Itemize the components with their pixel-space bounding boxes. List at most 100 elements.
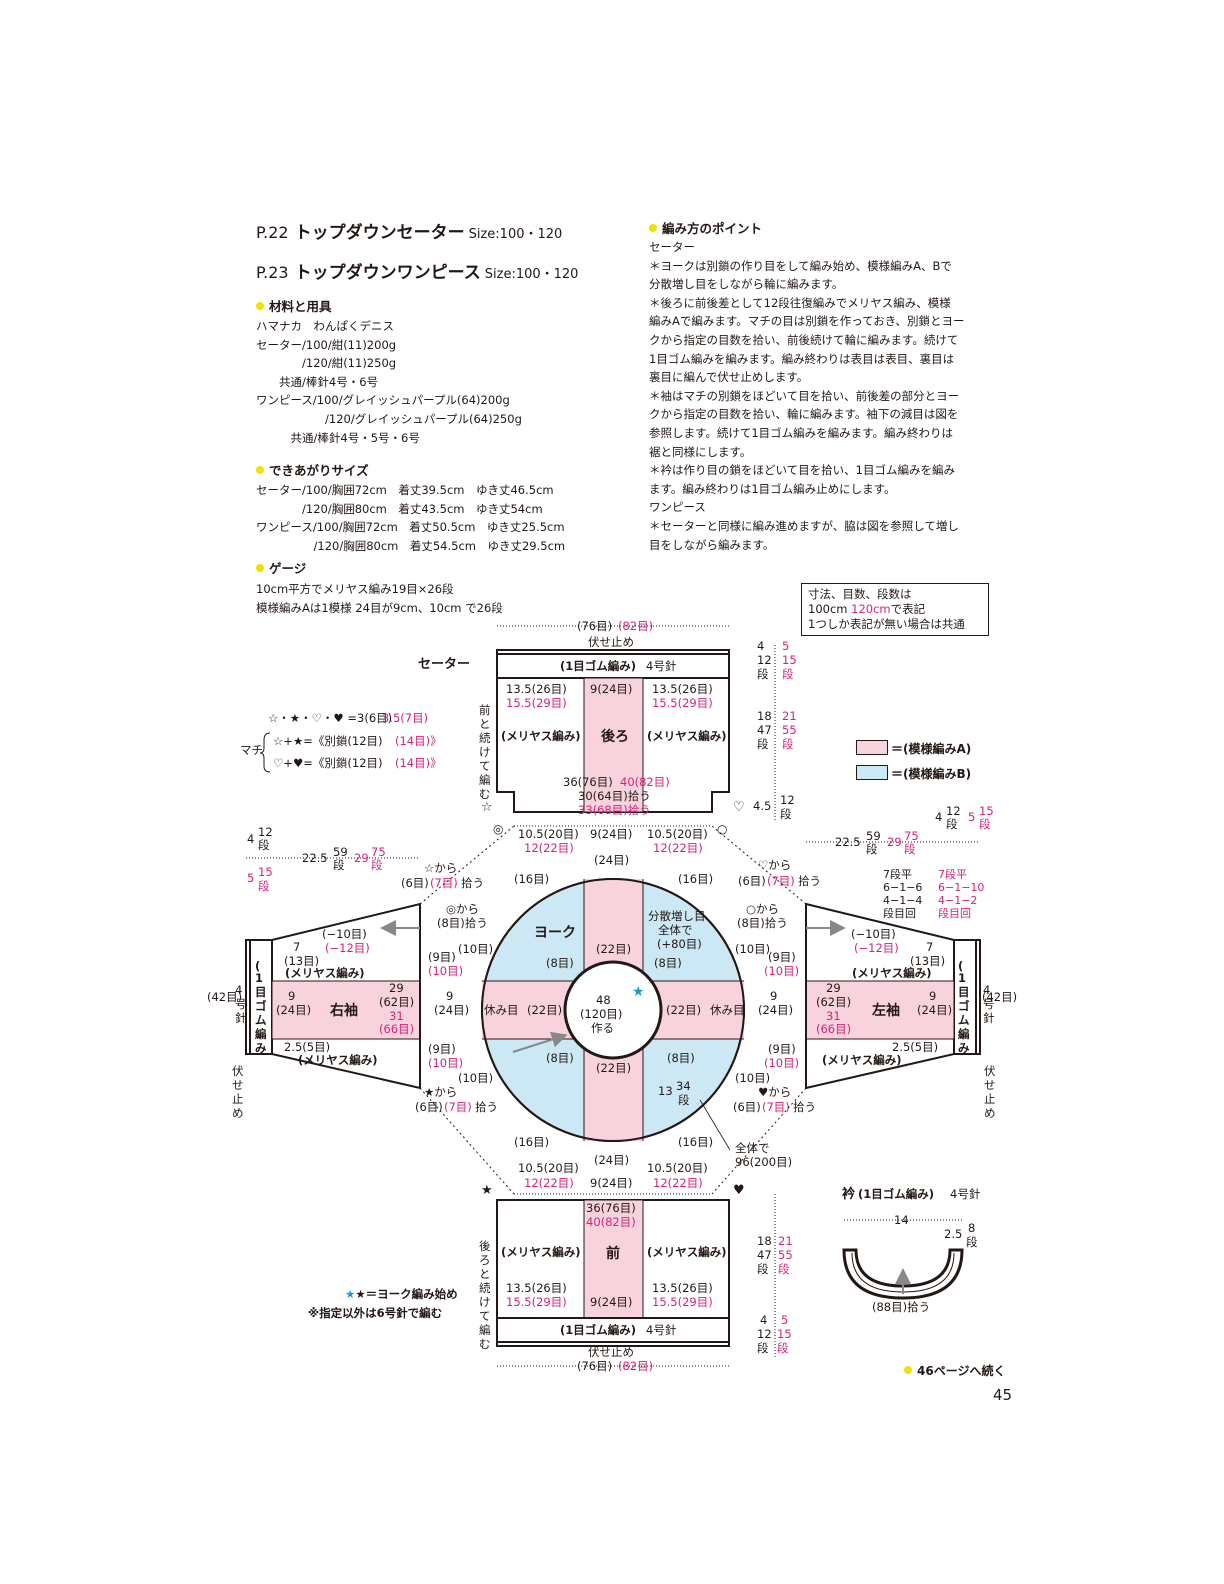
rs-pick6-b: (6目) (415, 1100, 443, 1114)
ls-rib-a: 4 (935, 810, 942, 824)
front-bottom-r: 10.5(20目) (647, 1161, 708, 1175)
ls-dec-p: (−12目) (854, 941, 899, 955)
back-bind-off: 伏せ止め (588, 635, 634, 649)
yoke-seg16-bl: (16目) (514, 1135, 549, 1149)
continue-note: 46ページへ続く (904, 1362, 1005, 1379)
ls-w25: 2.5(5目) (892, 1040, 938, 1054)
materials-heading: 材料と用具 (256, 296, 332, 315)
ls-len-a: 22.5 (835, 835, 861, 849)
yoke-rows-c: 段 (678, 1093, 690, 1107)
collar-needle: 4号針 (950, 1187, 981, 1201)
bullet-icon (256, 466, 264, 474)
ls-seg9: (9目) (768, 950, 796, 964)
front-side-r: 13.5(26目) (652, 1281, 713, 1295)
collar-title: 衿 (842, 1186, 855, 1202)
front-body-rows-c: 段 (757, 1262, 769, 1276)
front-body-rows-b: 47 (757, 1248, 772, 1262)
rs-gap9: 9 (446, 989, 453, 1003)
rs-pick8: (8目)拾う (437, 916, 488, 930)
rs-seg9b: (9目) (428, 1042, 456, 1056)
rs-rib-pa: 5 (247, 871, 254, 885)
yoke-center-a: 48 (596, 993, 611, 1007)
collar-h-a: 2.5 (944, 1227, 962, 1241)
rs-dec: (−10目) (322, 927, 367, 941)
ls-w13: (13目) (910, 954, 945, 968)
front-body-rows-pa: 21 (778, 1234, 793, 1248)
ls-rib-pa: 5 (968, 810, 975, 824)
yoke-seg8-bl: (8目) (546, 1051, 574, 1065)
back-stockinette-r: (メリヤス編み) (647, 729, 727, 743)
rs-pick-suffix-b: 拾う (475, 1100, 498, 1114)
ls-w7: 7 (926, 940, 933, 954)
machi-line1: ☆+★=《別鎖(12目) (273, 734, 383, 748)
dec-table-a3: 段目回 (883, 906, 916, 920)
yoke-top-l: 10.5(20目) (518, 827, 579, 841)
ls-pick6-bp: (7目) (762, 1100, 790, 1114)
black-heart-icon: ♥ (733, 1183, 745, 1198)
left-sleeve: 左袖 9 (24目) 29 (62目) 31 (66目) 7 (13目) (メリ… (733, 804, 1017, 1120)
left-sleeve-name: 左袖 (871, 1002, 900, 1019)
back-width-p: (82目) (618, 619, 653, 633)
yoke-increase2: 全体で (658, 923, 693, 937)
front-width-p: (82目) (618, 1359, 653, 1373)
dec-table-b0: 7段平 (938, 867, 967, 881)
front-top: 36(76目) (586, 1201, 636, 1215)
yoke-seg16-br: (16目) (678, 1135, 713, 1149)
back-rib-rows-pa: 5 (782, 639, 789, 653)
yoke-seg16-tl: (16目) (514, 872, 549, 886)
dec-table-b3: 段目回 (938, 906, 971, 920)
dec-table-b2: 4−1−2 (938, 894, 977, 907)
back-rib-rows-pc: 段 (782, 667, 794, 681)
front-stockinette-l: (メリヤス編み) (501, 1245, 581, 1259)
back-width: (76目) (577, 619, 612, 633)
note-line: 100cm 120cmで表記 (808, 602, 926, 616)
rs-seg9: (9目) (428, 950, 456, 964)
front-continue: 後ろと続けて編む (479, 1239, 491, 1351)
dec-table-a1: 6−1−6 (883, 881, 922, 894)
gauge-heading: ゲージ (256, 558, 306, 577)
rs-stockinette-top: (メリヤス編み) (285, 966, 365, 980)
rs-w31: 31 (389, 1009, 404, 1023)
back-body-rows-pa: 21 (782, 709, 797, 723)
yoke-rest-l: 休み目 (484, 1003, 519, 1017)
ls-seg9b: (9目) (768, 1042, 796, 1056)
collar-piece: 衿 (1目ゴム編み) 4号針 14 2.5 8 段 (88目)拾う (842, 1186, 981, 1314)
back-side-r-p: 15.5(29目) (652, 696, 713, 710)
rs-len-pa: 29 (354, 851, 369, 865)
ls-rib-b: 12 (946, 804, 961, 818)
ls-pick8: (8目)拾う (737, 916, 788, 930)
yoke-rest-r: 休み目 (710, 1003, 745, 1017)
back-continue: 前と続けて編む (479, 703, 491, 801)
yoke-seg8-tl: (8目) (546, 956, 574, 970)
back-body-rows-b: 47 (757, 723, 772, 737)
rs-from-bstar: ★から (424, 1085, 457, 1099)
front-bottom-c: 9(24目) (590, 1176, 632, 1190)
back-body-rows-a: 18 (757, 709, 772, 723)
back-bottom1-p: 40(82目) (620, 775, 670, 789)
back-body-rows-pb: 55 (782, 723, 797, 737)
ls-len-pb: 75 (904, 829, 919, 843)
yoke-seg22-r: (22目) (666, 1003, 701, 1017)
rs-pick6-p: (7目) (430, 876, 458, 890)
ls-stockinette-bottom: (メリヤス編み) (822, 1053, 902, 1067)
rs-seg10p: (10目) (428, 964, 463, 978)
ls-w62: (62目) (816, 995, 851, 1009)
front-side-r-p: 15.5(29目) (652, 1295, 713, 1309)
rs-from-star: ☆から (424, 861, 457, 875)
collar-width: 14 (894, 1213, 909, 1227)
back-name: 後ろ (601, 728, 629, 745)
machi-line2-p: (14目)》 (395, 756, 442, 770)
front-bottom-l-p: 12(22目) (524, 1176, 574, 1190)
dec-table-a0: 7段平 (883, 867, 912, 881)
ls-seg10p: (10目) (764, 964, 799, 978)
front-rib-rows-a: 4 (760, 1313, 767, 1327)
yoke-seg10-br: (10目) (735, 1071, 770, 1085)
front-side-l: 13.5(26目) (506, 1281, 567, 1295)
ls-len-c: 段 (866, 842, 878, 856)
back-diff-a: 4.5 (753, 799, 771, 813)
yoke-seg24-top: (24目) (594, 853, 629, 867)
back-bottom2: 30(64目)拾う (578, 789, 651, 803)
yoke-seg10-tl: (10目) (458, 942, 493, 956)
